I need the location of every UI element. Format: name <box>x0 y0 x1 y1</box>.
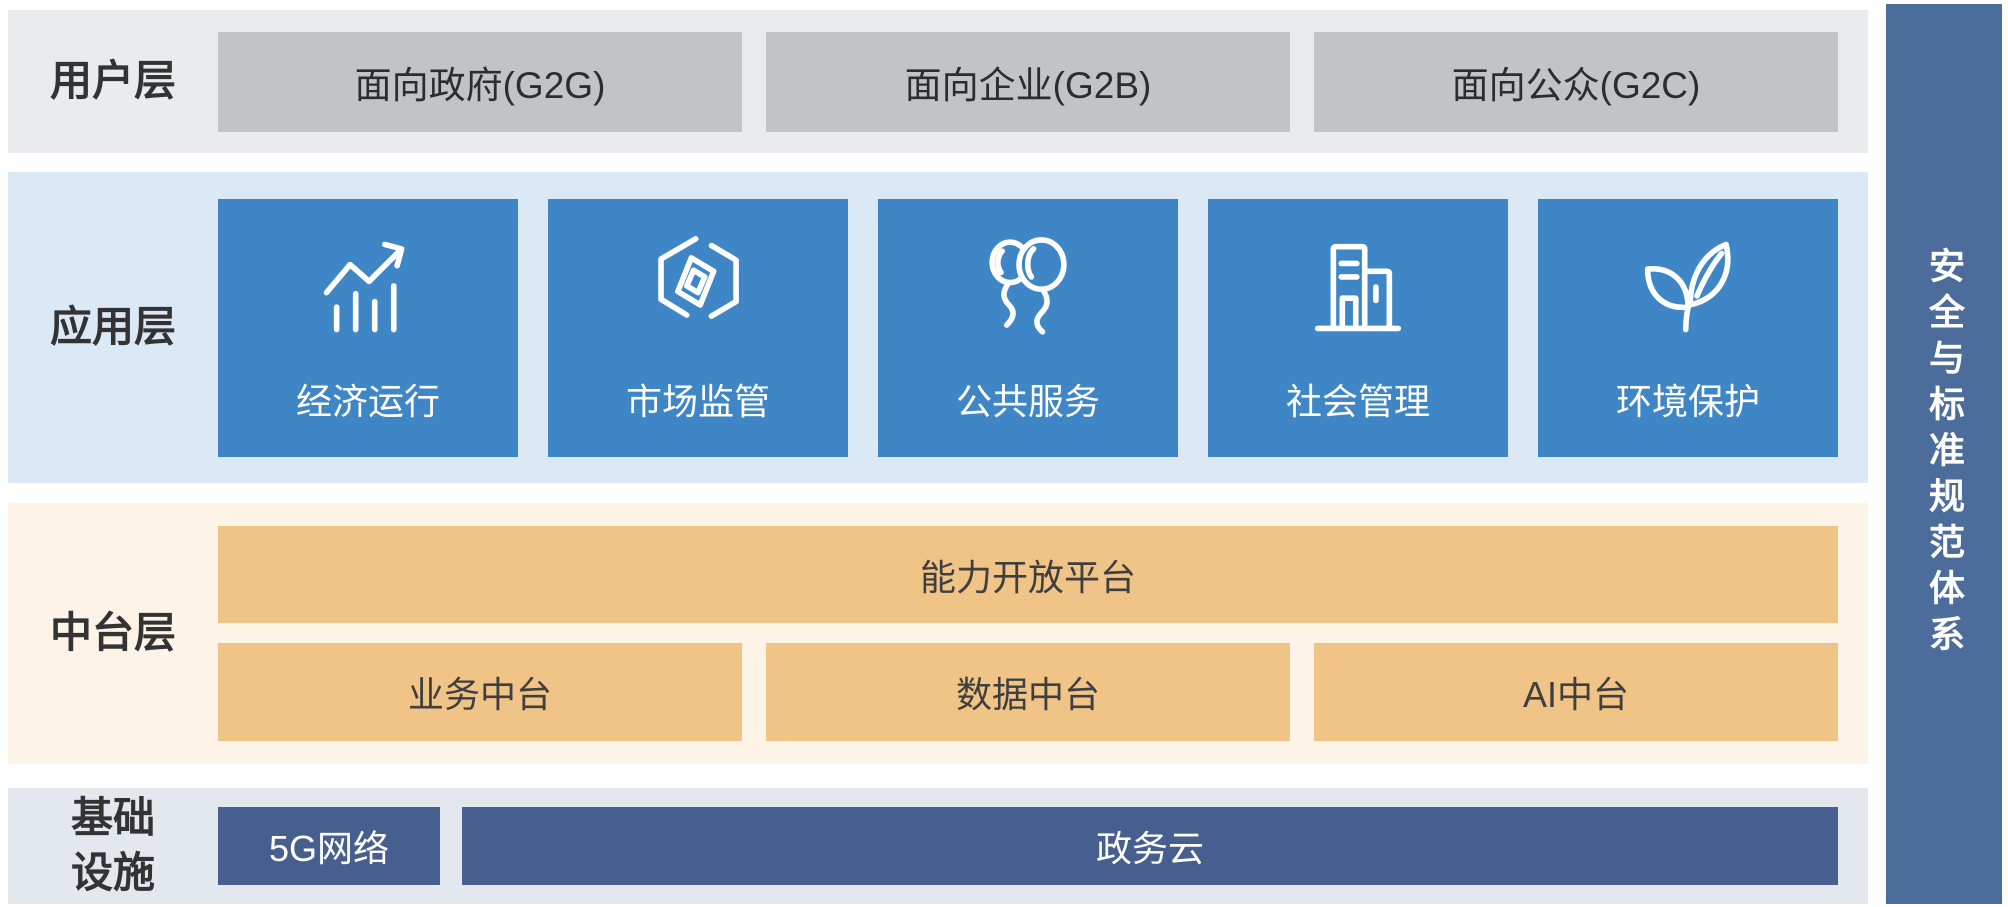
infrastructure-layer-row: 基础 设施 5G网络 政务云 <box>8 788 1868 904</box>
middle-platform-boxes: 能力开放平台 业务中台 数据中台 AI中台 <box>218 503 1868 764</box>
hexagon-cube-icon <box>658 235 739 319</box>
user-layer-label: 用户层 <box>49 57 176 105</box>
user-box-g2g: 面向政府(G2G) <box>218 31 742 132</box>
infrastructure-layer-boxes: 5G网络 政务云 <box>218 788 1868 904</box>
user-layer-row: 用户层 面向政府(G2G) 面向企业(G2B) 面向公众(G2C) <box>8 10 1868 153</box>
app-box-public-service: 公共服务 <box>878 198 1178 457</box>
app-box-label: 市场监管 <box>625 380 770 422</box>
application-layer-label: 应用层 <box>49 303 176 351</box>
app-box-market: 市场监管 <box>548 198 848 457</box>
app-box-label: 社会管理 <box>1285 380 1430 422</box>
infra-box-5g: 5G网络 <box>218 807 440 885</box>
middle-platform-layer-row: 中台层 能力开放平台 业务中台 数据中台 AI中台 <box>8 503 1868 764</box>
balloons-icon <box>989 236 1067 335</box>
app-box-social: 社会管理 <box>1208 198 1508 457</box>
security-standards-bar: 安全与标准规范体系 <box>1886 4 2002 904</box>
app-box-label: 经济运行 <box>295 380 440 422</box>
app-box-label: 公共服务 <box>955 380 1100 422</box>
middle-platform-layer-label: 中台层 <box>49 609 176 657</box>
app-box-environment: 环境保护 <box>1538 198 1838 457</box>
middle-platform-sub-row: 业务中台 数据中台 AI中台 <box>218 643 1838 741</box>
app-box-economy: 经济运行 <box>218 198 518 457</box>
user-box-g2c: 面向公众(G2C) <box>1314 31 1838 132</box>
trend-chart-icon <box>323 241 405 332</box>
app-box-label: 环境保护 <box>1615 380 1760 422</box>
mid-box-data: 数据中台 <box>766 643 1290 741</box>
infra-box-government-cloud: 政务云 <box>462 807 1838 885</box>
user-box-g2b: 面向企业(G2B) <box>766 31 1290 132</box>
capability-platform-box: 能力开放平台 <box>218 526 1838 623</box>
leaves-icon <box>1644 241 1731 332</box>
mid-box-business: 业务中台 <box>218 643 742 741</box>
infrastructure-layer-label: 基础 设施 <box>70 794 155 896</box>
buildings-icon <box>1314 243 1402 331</box>
mid-box-ai: AI中台 <box>1314 643 1838 741</box>
application-layer-boxes: 经济运行 市场监管 <box>218 172 1868 483</box>
security-standards-label: 安全与标准规范体系 <box>1924 247 1965 661</box>
application-layer-row: 应用层 经济运行 <box>8 172 1868 483</box>
user-layer-boxes: 面向政府(G2G) 面向企业(G2B) 面向公众(G2C) <box>218 10 1868 153</box>
